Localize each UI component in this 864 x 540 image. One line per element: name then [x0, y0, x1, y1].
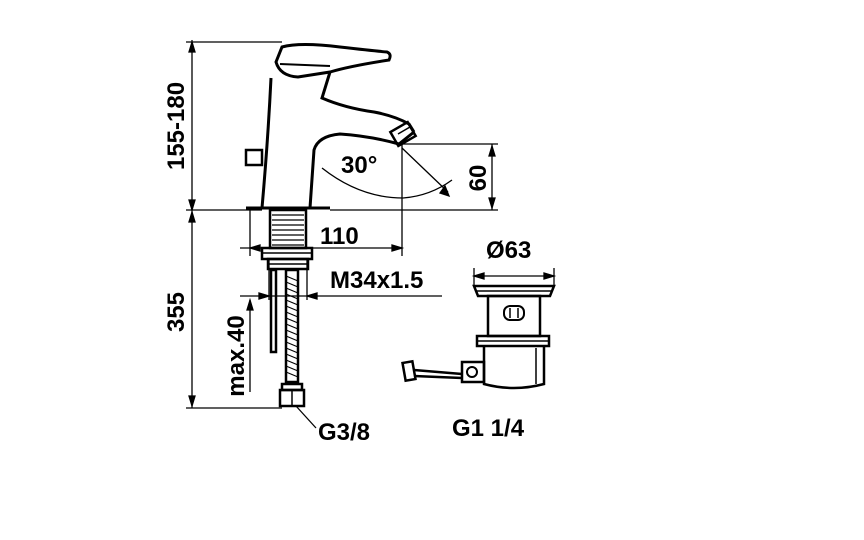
flex-hose	[284, 268, 300, 384]
label-max-thickness: max.40	[223, 315, 250, 396]
label-waste-diameter: Ø63	[486, 237, 531, 264]
label-thread: M34x1.5	[330, 267, 423, 294]
dimension-lines	[186, 39, 498, 429]
lever-handle	[274, 43, 392, 79]
label-spout-height: 60	[465, 165, 492, 192]
label-hose-length: 355	[163, 292, 190, 332]
threaded-shank	[268, 208, 308, 250]
label-hose-connection: G3/8	[318, 419, 370, 446]
label-spout-reach: 110	[320, 223, 359, 250]
popup-knob	[244, 148, 264, 167]
tap-body	[260, 71, 416, 209]
mixer-tap	[244, 43, 418, 408]
label-spout-angle: 30°	[341, 152, 377, 179]
label-overall-height: 155-180	[163, 82, 190, 170]
waste-valve	[401, 284, 556, 390]
label-waste-thread: G1 1/4	[452, 415, 525, 442]
waste-dimension	[471, 268, 557, 286]
